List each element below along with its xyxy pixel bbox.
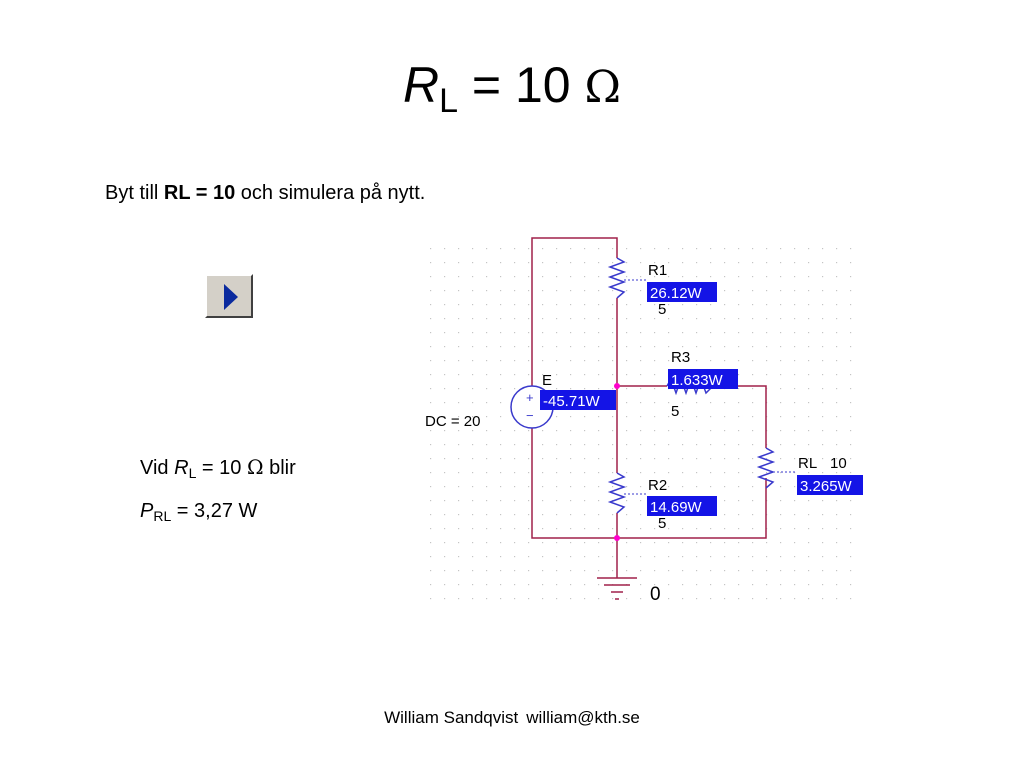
resistor-r2 (607, 472, 627, 514)
r3-power-box (668, 369, 738, 389)
source-minus: − (526, 408, 534, 423)
instruction-after: och simulera på nytt. (235, 182, 426, 204)
r2-power: 14.69W (650, 499, 703, 516)
r3-value: 5 (671, 403, 679, 420)
circuit-wires (531, 237, 767, 578)
result-line-2: PRL = 3,27 W (140, 500, 257, 524)
ground-node-label: 0 (650, 584, 661, 605)
instruction-bold: RL = 10 (163, 182, 236, 204)
result2-subscript: RL (153, 508, 172, 524)
result2-value: = 3,27 W (171, 500, 258, 522)
ground-icon (597, 577, 637, 600)
result1-variable: R (174, 457, 189, 479)
footer: William Sandqvist william@kth.se (0, 708, 1024, 728)
play-icon (224, 284, 238, 310)
result1-prefix: Vid (140, 457, 175, 479)
schematic-grid (418, 236, 858, 608)
junction-node-bottom (614, 535, 620, 541)
rl-power: 3.265W (800, 478, 853, 495)
r3-label: R3 (671, 349, 690, 366)
dc-label: DC = 20 (425, 413, 480, 430)
slide-title: RL = 10 Ω (0, 60, 1024, 118)
result1-suffix: blir (263, 457, 296, 479)
r1-value: 5 (658, 301, 666, 318)
title-omega: Ω (584, 62, 621, 113)
rl-power-box (797, 475, 863, 495)
e-power-box (540, 390, 616, 410)
result1-mid: = 10 (196, 457, 247, 479)
result1-omega: Ω (246, 455, 264, 479)
rl-value: 10 (830, 455, 847, 472)
r2-value: 5 (658, 515, 666, 532)
result-line-1: Vid RL = 10 Ω blir (140, 455, 296, 481)
r3-power: 1.633W (671, 372, 724, 389)
resistor-rl (756, 447, 776, 489)
r1-power-box (647, 282, 717, 302)
junction-node-top (614, 383, 620, 389)
e-label: E (542, 372, 552, 389)
r1-power: 26.12W (650, 285, 703, 302)
title-variable: R (402, 57, 440, 113)
instruction-before: Byt till (105, 182, 164, 204)
rl-label: RL (798, 455, 817, 472)
r2-power-box (647, 496, 717, 516)
footer-author: William Sandqvist (384, 708, 519, 727)
title-equation: = 10 (458, 57, 585, 113)
resistor-r1 (607, 257, 627, 299)
circuit-schematic: R1 5 26.12W R3 5 1.633W R2 5 14.69W RL 1… (418, 236, 863, 608)
e-power: -45.71W (543, 393, 601, 410)
r1-label: R1 (648, 262, 667, 279)
play-button[interactable] (205, 274, 253, 318)
title-subscript: L (439, 82, 459, 120)
result1-subscript: L (188, 465, 197, 481)
result2-variable: P (140, 500, 154, 522)
r2-label: R2 (648, 477, 667, 494)
instruction-text: Byt till RL = 10 och simulera på nytt. (105, 182, 425, 205)
source-plus: + (526, 390, 534, 405)
footer-email: william@kth.se (526, 708, 640, 727)
